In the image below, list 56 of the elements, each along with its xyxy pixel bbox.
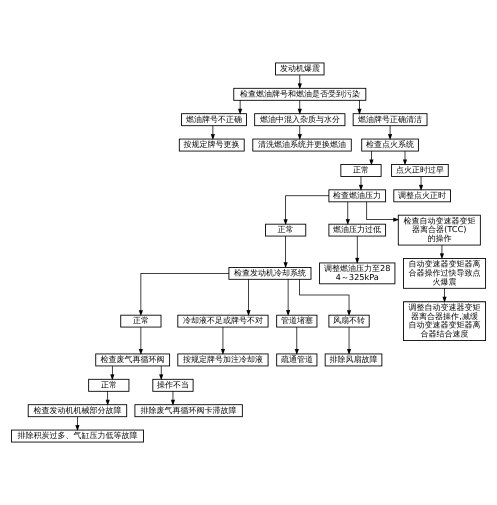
- arrow: [284, 195, 330, 226]
- node-box: 按规定牌号更换: [178, 138, 245, 152]
- arrow: [138, 326, 143, 355]
- node-box: 燃油中混入杂质与水分: [254, 113, 346, 126]
- node-box: 排除废气再循环阀卡滞故障: [134, 404, 243, 418]
- node-box: 燃油牌号正确清洁: [352, 113, 428, 126]
- node-box: 检查燃油压力: [328, 189, 386, 202]
- node-box: 冷却液不足或牌号不对: [177, 314, 269, 328]
- node-box: 排除积炭过多、气缸压力低等故障: [10, 430, 144, 442]
- node-box: 检查燃油牌号和燃油是否受到污染: [233, 88, 366, 101]
- arrow: [286, 279, 290, 316]
- node-box: 调整燃油压力至284～325kPa: [319, 262, 396, 284]
- node-box: 发动机爆震: [275, 62, 324, 76]
- node-box: 调整自动变速器变矩器离合器操作,减缓自动变速器变矩器离合器结合速度: [403, 301, 486, 341]
- arrow: [358, 176, 364, 191]
- arrow: [238, 100, 242, 115]
- node-box: 清洗燃油系统并更换燃油: [252, 138, 352, 152]
- arrow: [299, 279, 352, 316]
- arrow: [294, 326, 299, 355]
- node-box: 疏通管道: [276, 354, 318, 366]
- node-box: 检查点火系统: [361, 138, 419, 152]
- node-box: 自动变速器变矩器离合器操作过快导致点火爆震: [403, 258, 486, 289]
- arrow: [246, 279, 251, 316]
- node-box: 燃油牌号不正确: [181, 113, 247, 126]
- node-box: 点火正时过早: [391, 164, 449, 177]
- arrow: [418, 176, 424, 191]
- arrow: [346, 201, 350, 226]
- node-box: 检查发动机冷却系统: [228, 266, 312, 280]
- arrow: [220, 326, 226, 355]
- node-box: 按规定牌号加注冷却液: [177, 354, 269, 366]
- arrow: [366, 201, 400, 222]
- node-box: 风扇不转: [328, 314, 370, 328]
- arrow: [442, 288, 447, 303]
- arrow: [402, 150, 408, 166]
- arrow: [170, 391, 176, 406]
- node-box: 正常: [120, 314, 162, 328]
- arrow: [284, 236, 288, 268]
- node-box: 调整点火正时: [393, 189, 451, 202]
- arrow: [355, 236, 360, 264]
- arrow: [440, 244, 444, 260]
- node-box: 管道堵塞: [276, 314, 318, 328]
- node-box: 检查自动变速器变矩器离合器(TCC)的操作: [398, 214, 481, 246]
- node-box: 检查废气再循环阀: [95, 354, 170, 366]
- arrow: [357, 100, 362, 115]
- arrow: [346, 326, 352, 355]
- node-box: 正常: [340, 164, 382, 177]
- node-box: 燃油压力过低: [328, 224, 386, 237]
- arrow: [75, 416, 80, 432]
- node-box: 正常: [265, 224, 306, 237]
- node-box: 排除风扇故障: [324, 354, 382, 366]
- arrow: [369, 150, 374, 166]
- arrow: [138, 273, 230, 316]
- node-box: 检查发动机机械部分故障: [28, 404, 128, 418]
- node-box: 正常: [88, 378, 130, 392]
- arrow: [388, 125, 392, 140]
- node-box: 操作不当: [152, 378, 194, 392]
